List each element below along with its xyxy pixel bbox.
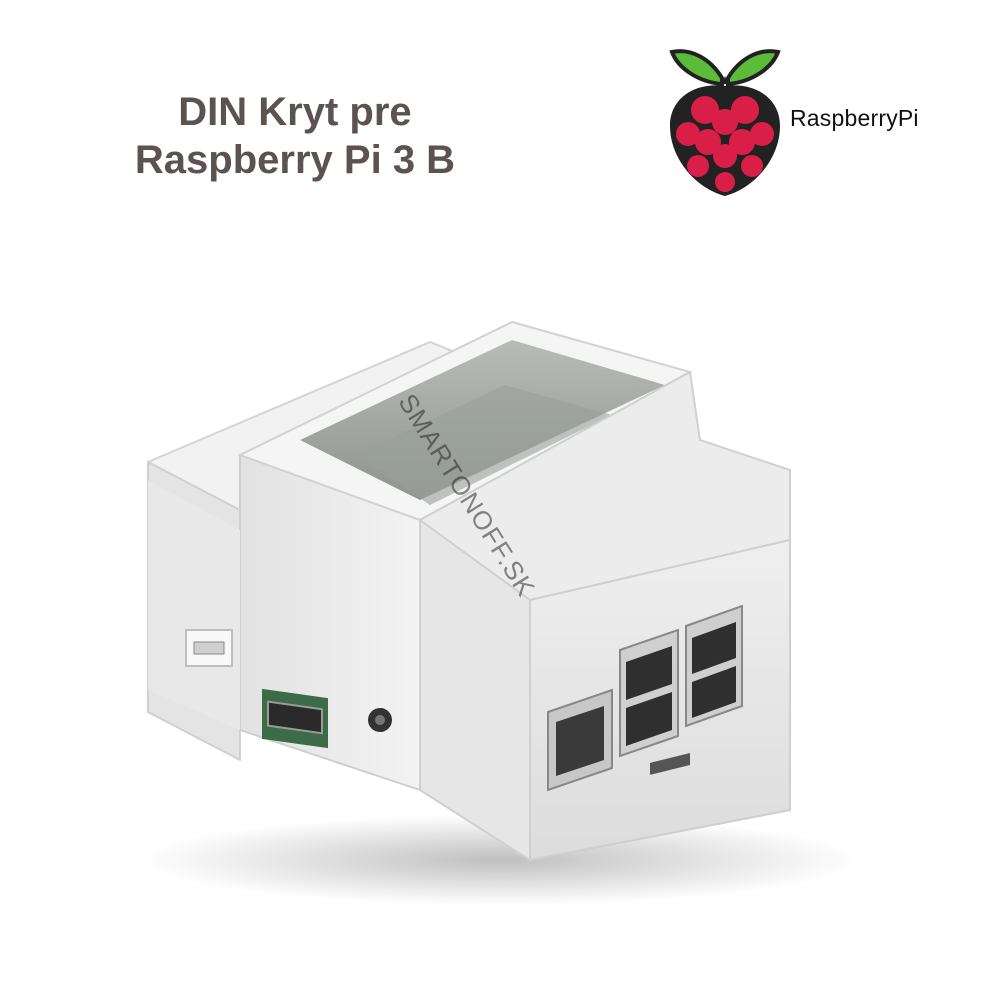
product-shadow [140,815,860,905]
title-line-2: Raspberry Pi 3 B [134,138,456,182]
hdmi-port [262,688,328,749]
enclosure-side-lower [148,480,240,730]
usb-ports-right [685,604,743,728]
raspberry-pi-logo-icon [669,49,781,196]
power-jack [368,708,392,732]
product-title: DIN Kryt pre Raspberry Pi 3 B [90,88,500,184]
usb-ports-left [619,628,679,758]
title-line-1: DIN Kryt pre [178,90,412,134]
raspberry-pi-logo-text: RaspberryPi [790,105,919,131]
micro-usb-port [185,629,233,667]
vent-slot [650,752,690,775]
ethernet-port [547,688,613,792]
